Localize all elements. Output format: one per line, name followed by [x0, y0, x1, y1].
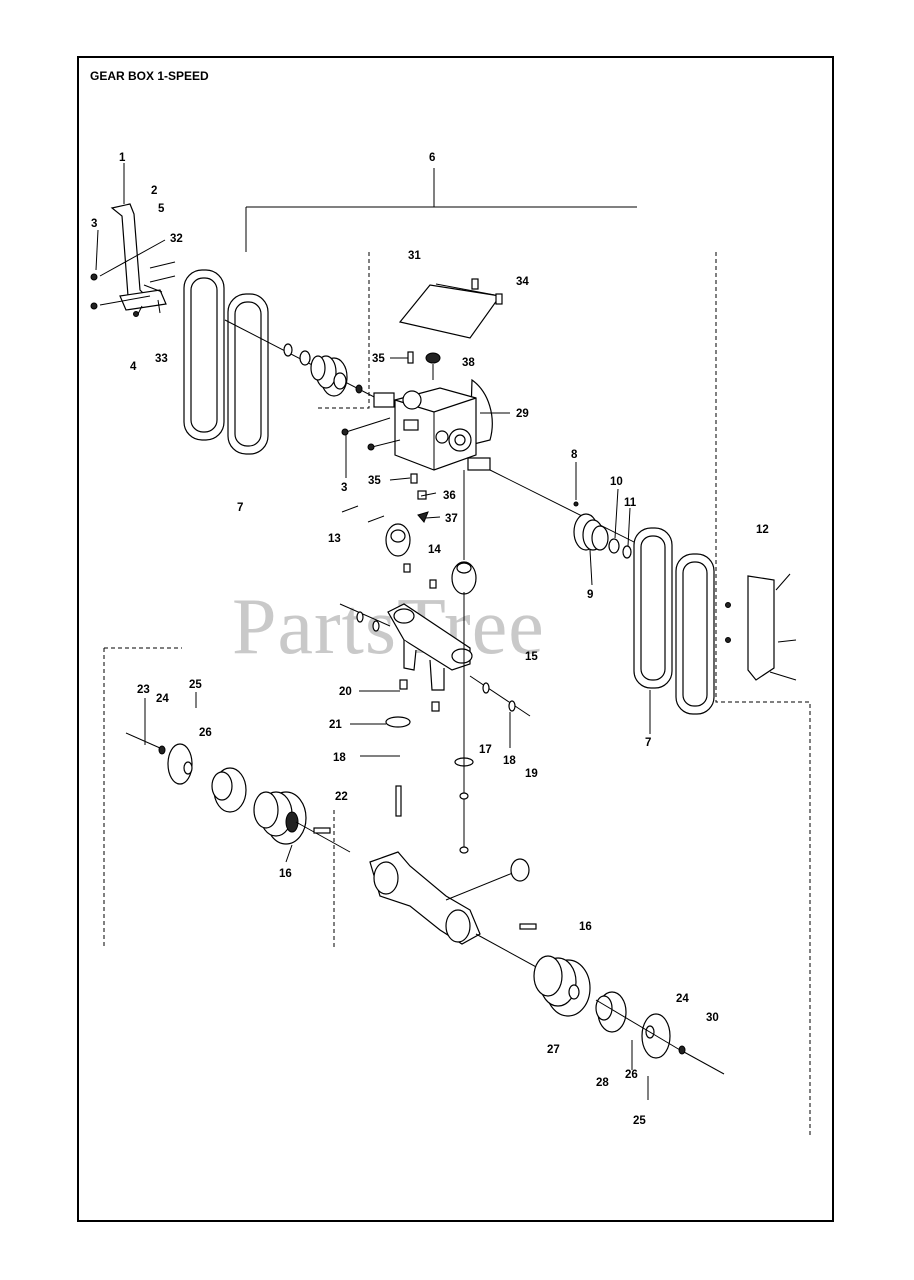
- pulley-right: [573, 501, 632, 559]
- group-6-bracket: [245, 168, 637, 252]
- label-7-left: 7: [237, 502, 243, 514]
- bushing: [385, 470, 477, 595]
- label-18-right: 18: [503, 755, 516, 767]
- label-33: 33: [155, 353, 168, 365]
- label-7-right: 7: [645, 737, 651, 749]
- label-35-bottom: 35: [368, 475, 381, 487]
- label-18-left: 18: [333, 752, 346, 764]
- label-16-left: 16: [279, 868, 292, 880]
- label-31: 31: [408, 250, 421, 262]
- label-6: 6: [429, 152, 435, 164]
- label-3-mid: 3: [341, 482, 347, 494]
- label-22: 22: [335, 791, 348, 803]
- label-36: 36: [443, 490, 456, 502]
- dashed-outlines: [103, 252, 811, 1135]
- label-26-right: 26: [625, 1069, 638, 1081]
- label-14: 14: [428, 544, 441, 556]
- label-25-right: 25: [633, 1115, 646, 1127]
- left-wheel-assembly: [125, 732, 351, 853]
- label-23: 23: [137, 684, 150, 696]
- gearbox-bolts: [341, 417, 429, 523]
- label-34: 34: [516, 276, 529, 288]
- axle: [369, 851, 561, 981]
- label-5: 5: [158, 203, 165, 215]
- label-32: 32: [170, 233, 183, 245]
- watermark: PartsTree: [232, 583, 545, 671]
- label-2: 2: [151, 185, 157, 197]
- label-9: 9: [587, 589, 593, 601]
- label-38: 38: [462, 357, 475, 369]
- drive-belt-right: [633, 527, 715, 715]
- label-3-top: 3: [91, 218, 97, 230]
- label-29: 29: [516, 408, 529, 420]
- label-17: 17: [479, 744, 492, 756]
- pulley-left: [283, 343, 363, 397]
- label-27: 27: [547, 1044, 560, 1056]
- label-37: 37: [445, 513, 458, 525]
- part-labels: 1 2 5 3 32 4 33 6 31 34 35 38 29 3 35 36…: [91, 152, 769, 1127]
- gearbox: [373, 351, 493, 471]
- diagram-frame: [77, 56, 834, 1222]
- label-10: 10: [610, 476, 623, 488]
- label-24-right: 24: [676, 993, 689, 1005]
- mount-bracket: [339, 603, 531, 717]
- label-25-left: 25: [189, 679, 202, 691]
- label-15: 15: [525, 651, 538, 663]
- label-20: 20: [339, 686, 352, 698]
- label-35-top: 35: [372, 353, 385, 365]
- page-title: GEAR BOX 1-SPEED: [90, 69, 209, 83]
- cover-plate: [398, 278, 503, 339]
- label-16-right: 16: [579, 921, 592, 933]
- label-1: 1: [119, 152, 126, 164]
- label-12: 12: [756, 524, 769, 536]
- label-21: 21: [329, 719, 342, 731]
- label-4: 4: [130, 361, 137, 373]
- right-wheel-assembly: [533, 955, 725, 1075]
- leader-lines: [95, 163, 651, 1100]
- belt-guard: [725, 573, 797, 681]
- label-26-left: 26: [199, 727, 212, 739]
- lever-bracket: [90, 203, 176, 317]
- label-19: 19: [525, 768, 538, 780]
- label-24-left: 24: [156, 693, 169, 705]
- label-8: 8: [571, 449, 578, 461]
- drive-belt-left: [183, 269, 269, 455]
- label-13: 13: [328, 533, 341, 545]
- label-30: 30: [706, 1012, 719, 1024]
- label-28: 28: [596, 1077, 609, 1089]
- label-11: 11: [624, 497, 637, 509]
- washers-pins: [360, 592, 474, 854]
